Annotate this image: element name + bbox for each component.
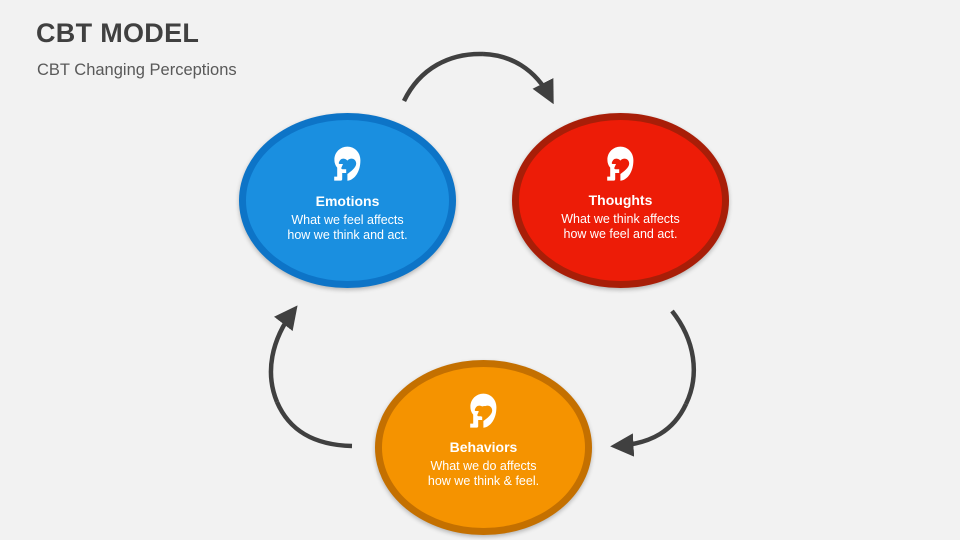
arrow-thoughts-to-behaviors — [670, 309, 697, 405]
node-thoughts-body: ? Thoughts What we think affects how we … — [519, 120, 722, 281]
node-emotions-description: What we feel affects how we think and ac… — [246, 213, 449, 243]
node-behaviors-description-line2: how we think & feel. — [427, 474, 540, 488]
node-emotions[interactable]: Emotions What we feel affects how we thi… — [239, 113, 456, 288]
node-emotions-description-line2: how we think and act. — [287, 228, 408, 242]
node-behaviors-body: Behaviors What we do affects how we thin… — [382, 367, 585, 528]
node-emotions-body: Emotions What we feel affects how we thi… — [246, 120, 449, 281]
node-thoughts-description: What we think affects how we feel and ac… — [519, 212, 722, 242]
arrow-emotions-to-thoughts-head — [482, 51, 554, 105]
node-behaviors[interactable]: Behaviors What we do affects how we thin… — [375, 360, 592, 535]
node-behaviors-description: What we do affects how we think & feel. — [382, 459, 585, 489]
page-title: CBT MODEL — [36, 18, 200, 48]
node-thoughts[interactable]: ? Thoughts What we think affects how we … — [512, 113, 729, 288]
head-question-icon: ? — [519, 145, 722, 190]
arrow-emotions-to-thoughts — [401, 51, 484, 102]
arrow-behaviors-to-emotions — [274, 401, 353, 449]
node-thoughts-description-line1: What we think affects — [561, 212, 680, 226]
node-thoughts-label: Thoughts — [588, 192, 653, 208]
node-emotions-description-line1: What we feel affects — [291, 213, 404, 227]
arrow-thoughts-to-behaviors-head — [610, 403, 689, 457]
node-thoughts-description-line2: how we feel and act. — [563, 227, 678, 241]
node-emotions-label: Emotions — [315, 193, 380, 209]
arrow-behaviors-to-emotions-head — [268, 305, 298, 403]
node-behaviors-label: Behaviors — [449, 439, 518, 455]
head-spiral-icon — [382, 392, 585, 437]
svg-text:?: ? — [617, 157, 625, 172]
head-heart-icon — [246, 145, 449, 190]
page-subtitle: CBT Changing Perceptions — [37, 61, 237, 79]
node-behaviors-description-line1: What we do affects — [430, 459, 537, 473]
